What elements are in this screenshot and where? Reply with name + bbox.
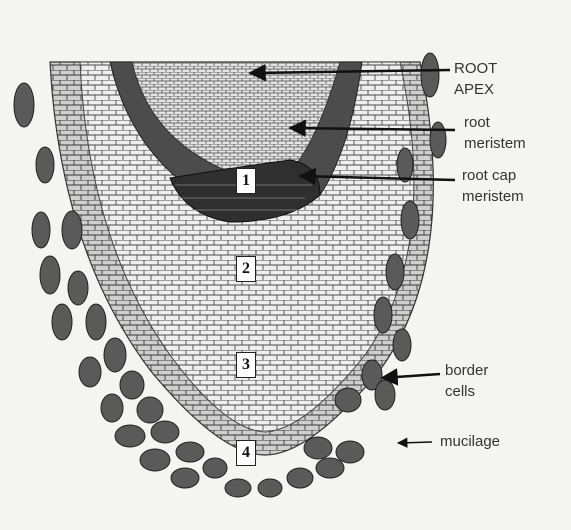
zone-label-1: 1 bbox=[236, 168, 256, 194]
root-cap-meristem-label: root cap meristem bbox=[462, 165, 524, 207]
border-cells-label: border cells bbox=[445, 360, 488, 402]
zone-label-2: 2 bbox=[236, 256, 256, 282]
zone-label-3: 3 bbox=[236, 352, 256, 378]
root-meristem-label: root meristem bbox=[464, 112, 526, 154]
mucilage-label: mucilage bbox=[440, 431, 500, 452]
root-apex-label: ROOT APEX bbox=[454, 58, 497, 100]
zone-label-4: 4 bbox=[236, 440, 256, 466]
